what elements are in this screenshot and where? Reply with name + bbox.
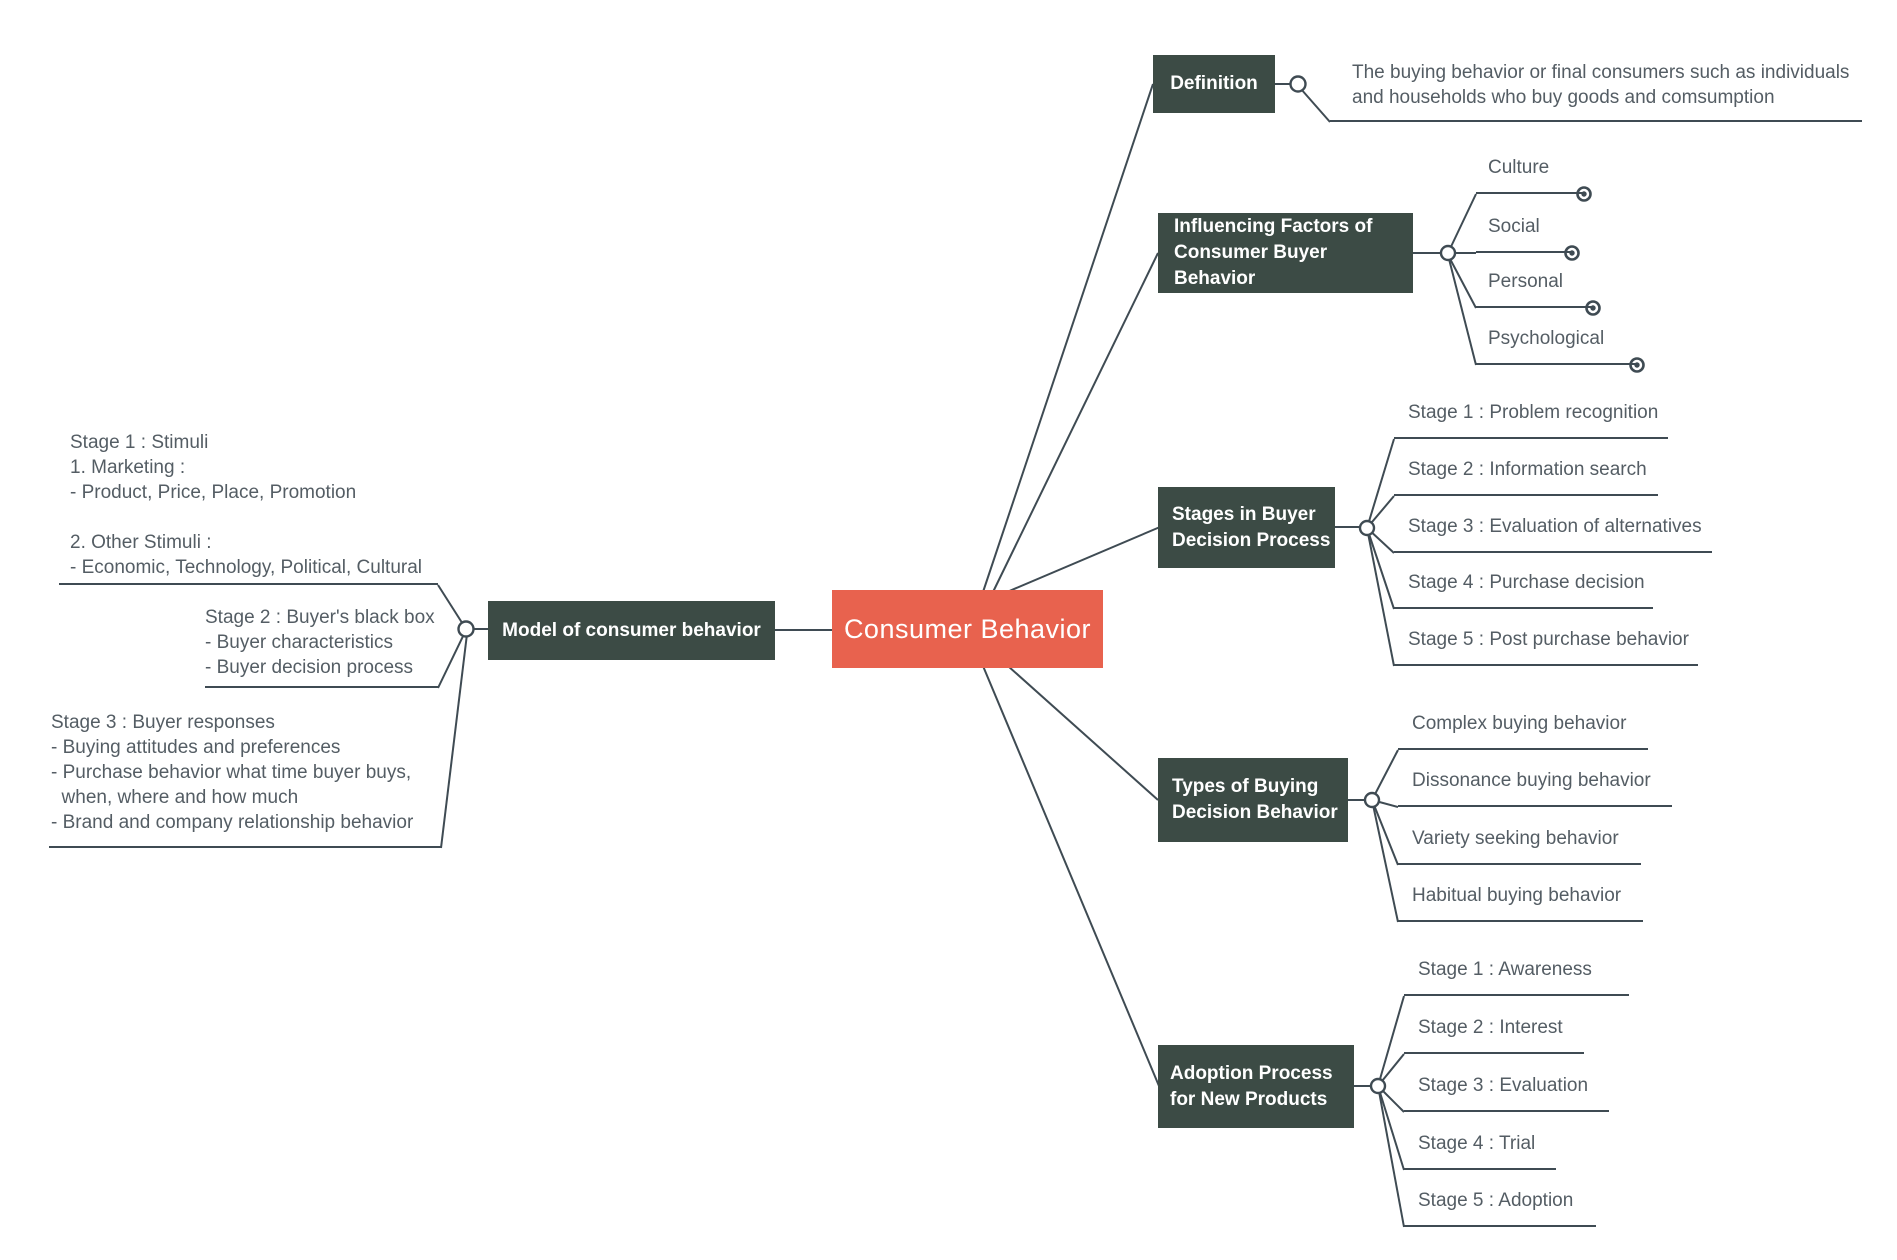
leaf-adoption-trial[interactable]: Stage 4 : Trial [1404, 1132, 1556, 1170]
branch-line [1377, 1085, 1405, 1228]
leaf-adoption-evaluation[interactable]: Stage 3 : Evaluation [1404, 1074, 1609, 1112]
leaf-personal[interactable]: Personal [1476, 270, 1593, 308]
leaf-adoption-awareness[interactable]: Stage 1 : Awareness [1404, 958, 1629, 996]
leaf-variety-seeking[interactable]: Variety seeking behavior [1398, 827, 1641, 865]
leaf-complex-buying[interactable]: Complex buying behavior [1398, 712, 1648, 750]
leaf-social[interactable]: Social [1476, 215, 1572, 253]
branch-line [1377, 1085, 1405, 1113]
branch-connector-circle [1363, 791, 1381, 809]
branch-line [982, 83, 1154, 593]
branch-line [1377, 1085, 1405, 1171]
branch-line [1366, 527, 1395, 610]
leaf-culture[interactable]: Culture [1476, 156, 1584, 194]
node-model-of-consumer-behavior[interactable]: Model of consumer behavior [488, 601, 775, 660]
branch-line [1377, 995, 1405, 1087]
leaf-stage-evaluation-alternatives[interactable]: Stage 3 : Evaluation of alternatives [1394, 515, 1712, 553]
branch-line [1366, 495, 1395, 529]
branch-line [1371, 799, 1399, 866]
branch-line [1366, 438, 1395, 529]
leaf-stage-problem-recognition[interactable]: Stage 1 : Problem recognition [1394, 401, 1668, 439]
branch-line [1447, 193, 1477, 254]
branch-line [1377, 1053, 1405, 1087]
node-stages-buyer-decision[interactable]: Stages in Buyer Decision Process [1158, 487, 1335, 568]
branch-line [1007, 665, 1159, 801]
leaf-psychological[interactable]: Psychological [1476, 327, 1637, 365]
branch-line [992, 252, 1159, 593]
branch-line [1371, 749, 1399, 801]
leaf-buyer-responses[interactable]: Stage 3 : Buyer responses - Buying attit… [49, 710, 441, 848]
branch-line [440, 633, 468, 849]
leaf-adoption-interest[interactable]: Stage 2 : Interest [1404, 1016, 1584, 1054]
branch-connector-circle [1358, 519, 1376, 537]
leaf-buyers-black-box[interactable]: Stage 2 : Buyer's black box - Buyer char… [205, 605, 438, 688]
branch-line [982, 665, 1160, 1087]
branch-connector-circle [1369, 1077, 1387, 1095]
root-node-consumer-behavior[interactable]: Consumer Behavior [832, 590, 1103, 668]
leaf-dissonance-buying[interactable]: Dissonance buying behavior [1398, 769, 1672, 807]
leaf-adoption-adoption[interactable]: Stage 5 : Adoption [1404, 1189, 1596, 1227]
leaf-stage-post-purchase[interactable]: Stage 5 : Post purchase behavior [1394, 628, 1698, 666]
branch-line [1371, 799, 1399, 808]
branch-line [1300, 88, 1331, 123]
branch-line [1366, 527, 1395, 667]
branch-line [1366, 527, 1395, 554]
leaf-stage-information-search[interactable]: Stage 2 : Information search [1394, 458, 1658, 496]
branch-line [1371, 799, 1399, 923]
branch-connector-circle [457, 620, 475, 638]
branch-line [437, 629, 467, 689]
node-influencing-factors[interactable]: Influencing Factors of Consumer Buyer Be… [1158, 213, 1413, 293]
leaf-stimuli[interactable]: Stage 1 : Stimuli 1. Marketing : - Produ… [59, 430, 438, 585]
branch-connector-circle [1289, 75, 1307, 93]
branch-connector-circle [1439, 244, 1457, 262]
node-definition[interactable]: Definition [1153, 55, 1275, 113]
branch-line [1006, 526, 1161, 593]
leaf-definition-text[interactable]: The buying behavior or final consumers s… [1330, 60, 1862, 122]
node-adoption-process[interactable]: Adoption Process for New Products [1158, 1045, 1354, 1128]
leaf-stage-purchase-decision[interactable]: Stage 4 : Purchase decision [1394, 571, 1653, 609]
branch-line [1447, 254, 1477, 366]
branch-line [1447, 254, 1477, 309]
leaf-habitual-buying[interactable]: Habitual buying behavior [1398, 884, 1643, 922]
node-types-buying-decision[interactable]: Types of Buying Decision Behavior [1158, 758, 1348, 842]
branch-line [437, 584, 467, 630]
